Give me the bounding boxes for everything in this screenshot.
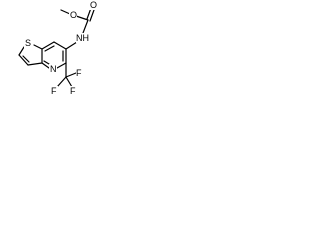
- carbonyl-oxygen-label: O: [90, 0, 97, 10]
- ring-nitrogen-label: N: [50, 64, 57, 74]
- fluorine-bottom-atom: F: [70, 86, 77, 96]
- carbonyl-oxygen-atom: O: [89, 0, 97, 10]
- bond-c2-c3-inner: [22, 55, 30, 63]
- bond-carbonyl-nitrogen: [82, 19, 89, 34]
- bond-cf3-f-left: [56, 76, 67, 88]
- bond-s1-c2: [18, 46, 25, 56]
- molecule-structure: O O NH S N F F: [18, 0, 97, 96]
- amide-nitrogen-label: NH: [76, 33, 89, 43]
- bond-c7a-c7: [41, 41, 55, 50]
- bond-methyl-oxygen: [60, 9, 71, 15]
- ester-oxygen-label: O: [70, 10, 77, 20]
- fluorine-top-label: F: [76, 68, 82, 78]
- sulfur-atom: S: [24, 38, 32, 48]
- fluorine-top-atom: F: [76, 68, 83, 78]
- bond-c7a-c7-inner: [44, 45, 55, 52]
- bond-c7a-s1: [33, 44, 43, 50]
- amide-nitrogen-atom: NH: [76, 33, 91, 43]
- bond-n4-c3a: [41, 62, 50, 69]
- bond-n4-c3a-inner: [43, 60, 50, 65]
- fluorine-left-atom: F: [51, 86, 58, 96]
- ring-nitrogen-atom: N: [49, 64, 57, 74]
- fluorine-bottom-label: F: [70, 86, 76, 96]
- bond-cf3-f-top: [65, 72, 77, 78]
- bond-c7-c6: [53, 41, 67, 50]
- bond-oxygen-carbonyl: [75, 15, 89, 21]
- bond-carbonyl-double-b: [89, 9, 95, 22]
- bond-c3-c3a: [27, 62, 43, 66]
- sulfur-label: S: [25, 38, 31, 48]
- bond-nitrogen-ring: [65, 41, 78, 50]
- bond-cf3-f-bottom: [65, 76, 73, 88]
- fluorine-left-label: F: [51, 86, 57, 96]
- bond-c5-n4: [56, 62, 67, 69]
- ester-oxygen-atom: O: [69, 10, 77, 20]
- molecule-canvas: O O NH S N F F: [0, 0, 119, 102]
- bonds: [18, 7, 95, 88]
- bond-c2-c3: [18, 54, 29, 66]
- atom-labels: O O NH S N F F: [24, 0, 97, 96]
